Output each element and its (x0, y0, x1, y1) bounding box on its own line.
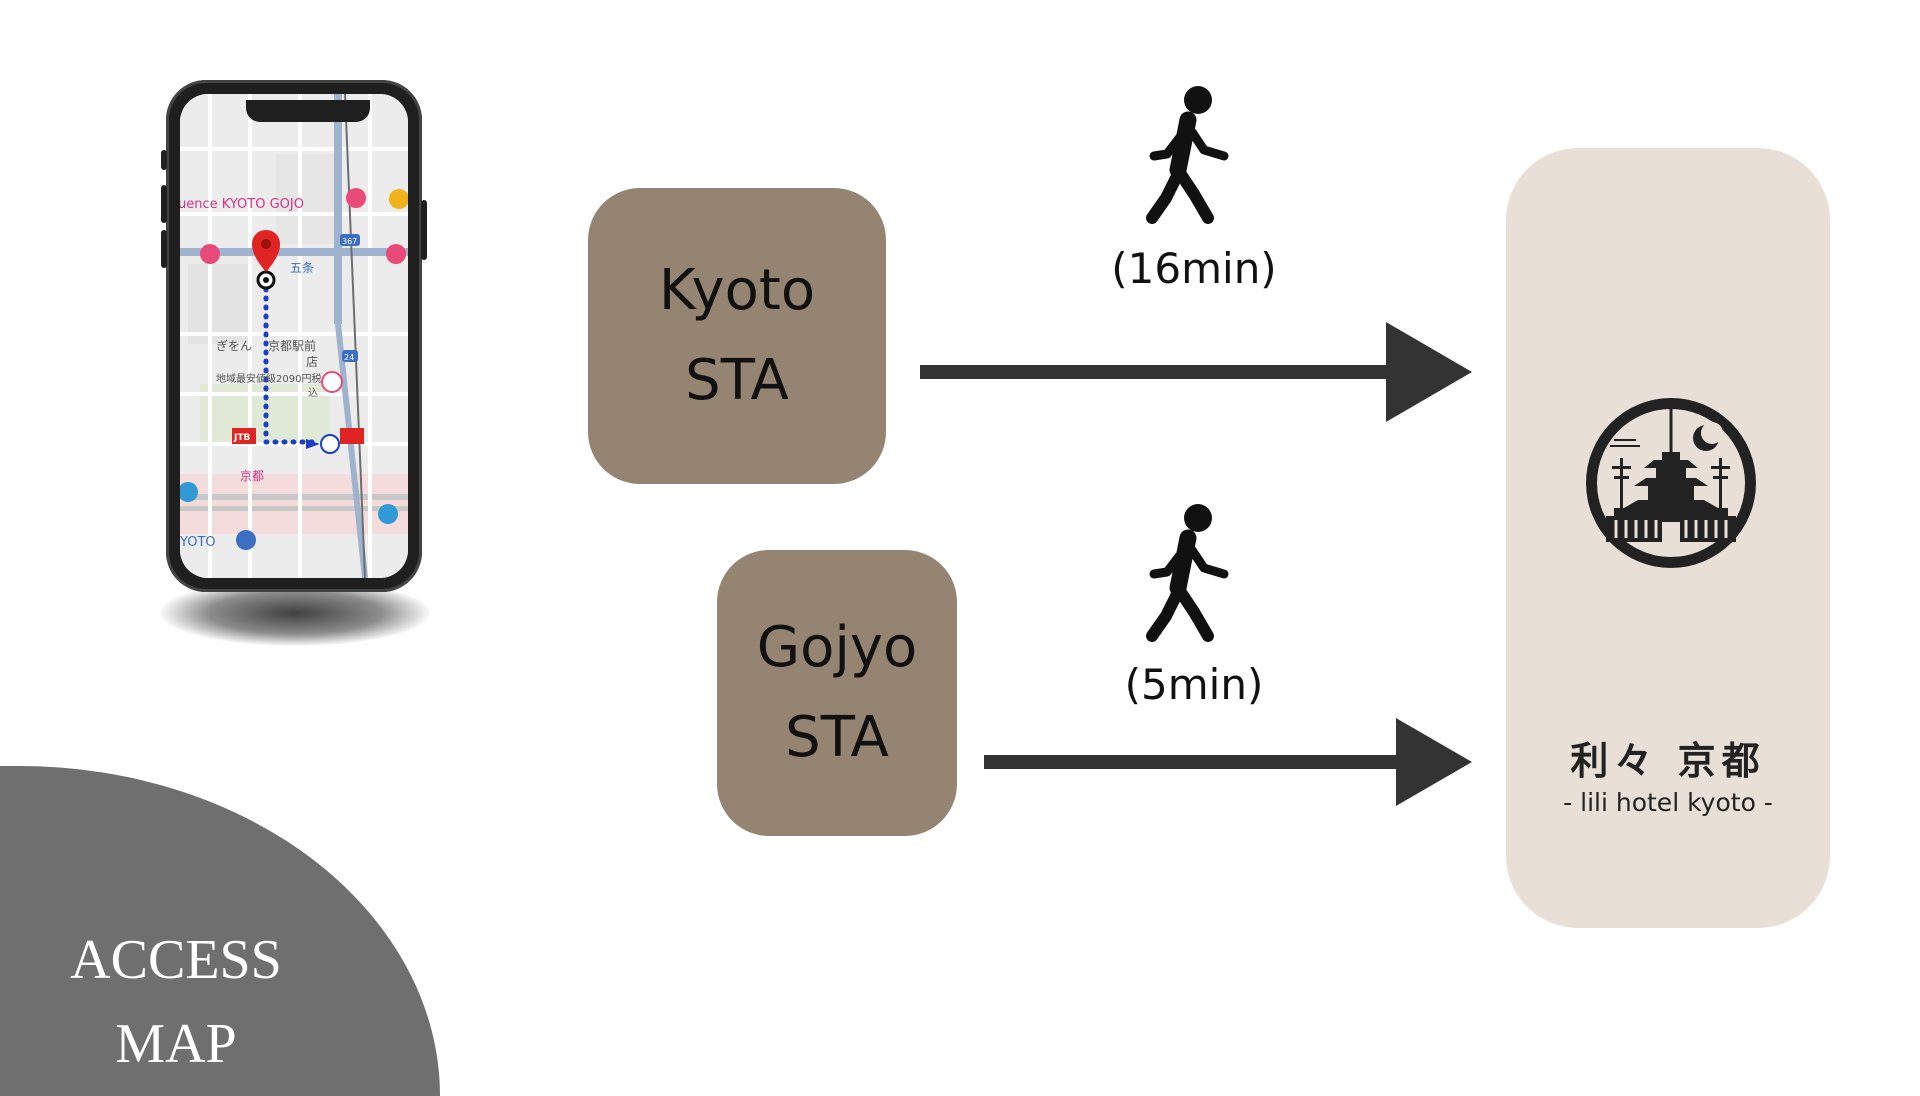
map-label-yoto: YOTO (180, 535, 216, 550)
gojyo-station-box: Gojyo STA (717, 550, 957, 836)
walking-person-icon (1146, 86, 1229, 224)
kyoto-station-box: Kyoto STA (588, 188, 886, 484)
phone-mockup: 367 24 JTB uence KYOTO GOJO 五条 (161, 80, 427, 592)
gojyo-station-sta: STA (785, 705, 889, 770)
walking-person-icon (1146, 504, 1229, 642)
map-label-route-24: 24 (344, 353, 354, 362)
map-label-kyoto: 京都 (240, 469, 264, 483)
map-label-station-front: 京都駅前 (268, 338, 316, 353)
kyoto-station-sta: STA (685, 348, 789, 413)
arrow-right-icon (920, 322, 1472, 422)
phone-side-button (161, 150, 167, 170)
phone-screen: 367 24 JTB uence KYOTO GOJO 五条 (180, 94, 408, 578)
map-label-gion: ぎをん (216, 339, 252, 353)
kyoto-station-name: Kyoto (658, 258, 816, 323)
map-label-gojo: 五条 (290, 261, 314, 275)
map-label-kyoto-gojo: uence KYOTO GOJO (180, 197, 304, 212)
phone-side-button (161, 185, 167, 223)
kyoto-walk-time: (16min) (1111, 244, 1277, 293)
hotel-name: 利々 京都 (1570, 739, 1766, 783)
map-label-route-367: 367 (342, 237, 357, 246)
hotel-subtitle: - lili hotel kyoto - (1563, 788, 1773, 817)
phone-side-button (161, 230, 167, 268)
map-label-store: 店 (306, 355, 318, 369)
phone-notch (246, 100, 370, 122)
map-view: 367 24 JTB uence KYOTO GOJO 五条 (180, 94, 408, 578)
access-title-line1: ACCESS (70, 929, 282, 991)
access-map-badge: ACCESS MAP (0, 766, 440, 1096)
map-label-price: 地域最安値級2090円税 (216, 372, 321, 385)
gojyo-walk-time: (5min) (1124, 660, 1264, 709)
pagoda-moon-logo (1586, 398, 1756, 568)
hotel-panel: 利々 京都 - lili hotel kyoto - (1506, 148, 1830, 928)
map-route-line (263, 277, 323, 445)
map-pin-icon (252, 230, 280, 272)
map-label-jtb: JTB (233, 433, 250, 443)
phone-side-button (421, 200, 427, 260)
arrow-right-icon (984, 718, 1472, 806)
gojyo-station-name: Gojyo (756, 615, 918, 680)
access-title-line2: MAP (115, 1013, 237, 1075)
map-label-inc: 込 (308, 387, 318, 399)
